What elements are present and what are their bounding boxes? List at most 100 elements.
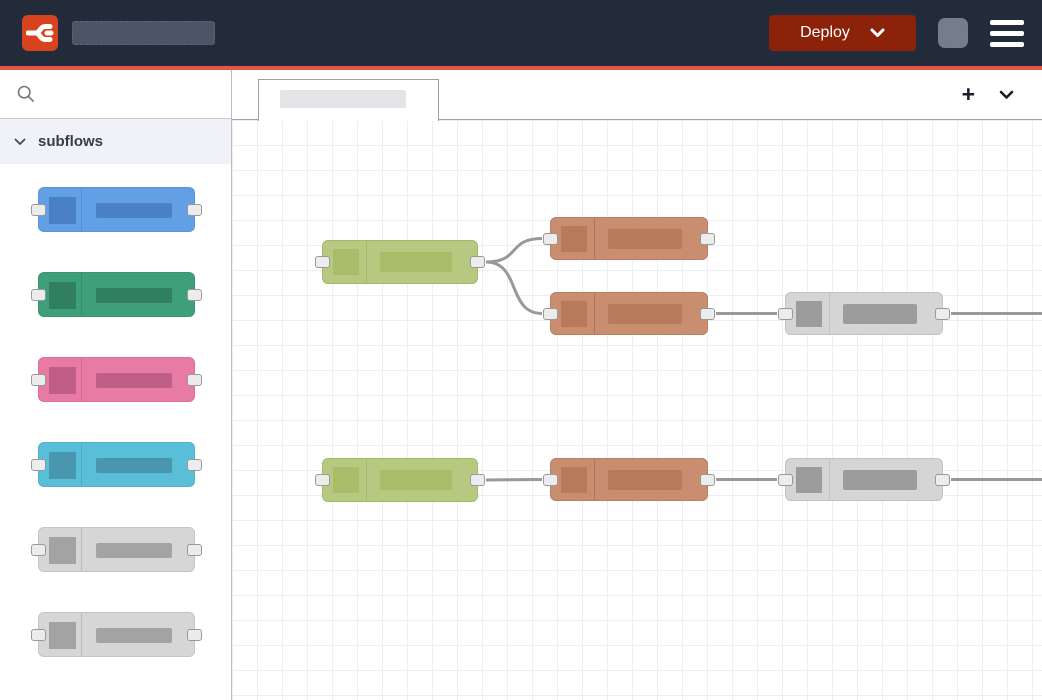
node-separator [594, 459, 595, 500]
port-out[interactable] [187, 373, 202, 386]
port-out[interactable] [470, 474, 485, 486]
node-separator [594, 218, 595, 259]
port-out[interactable] [470, 256, 485, 268]
subflow-node-pink[interactable] [31, 357, 202, 402]
node-label-redacted [608, 469, 682, 490]
port-out[interactable] [700, 232, 715, 245]
node-label-redacted [96, 203, 172, 218]
port-in[interactable] [543, 307, 558, 320]
node-separator [829, 293, 830, 334]
flow-node-gray[interactable] [778, 458, 950, 501]
palette-category-subflows[interactable]: subflows [0, 119, 231, 164]
node-icon [49, 452, 76, 479]
node-icon [49, 367, 76, 394]
wire-layer [485, 237, 1042, 482]
wire[interactable] [485, 478, 543, 482]
header-title-redacted [72, 21, 215, 45]
node-icon [561, 300, 587, 327]
add-flow-button[interactable]: + [961, 81, 975, 107]
workspace-tabbar: + [232, 70, 1042, 121]
node-icon [333, 467, 359, 493]
node-icon [561, 225, 587, 252]
node-label-redacted [380, 470, 452, 490]
hamburger-menu-icon[interactable] [988, 16, 1026, 51]
node-label-redacted [843, 303, 917, 324]
deploy-button[interactable]: Deploy [769, 15, 916, 51]
palette-search-row[interactable] [0, 70, 231, 119]
chevron-down-icon [999, 90, 1014, 99]
port-in[interactable] [31, 543, 46, 556]
flow-node-salmon[interactable] [543, 458, 715, 501]
node-separator [594, 293, 595, 334]
port-in[interactable] [31, 628, 46, 641]
port-in[interactable] [778, 307, 793, 320]
header-accent-line [0, 66, 1042, 70]
subflow-node-green[interactable] [31, 272, 202, 317]
node-icon [49, 622, 76, 649]
node-icon [49, 197, 76, 224]
node-separator [81, 443, 82, 486]
flow-node-salmon[interactable] [543, 292, 715, 335]
port-out[interactable] [187, 203, 202, 216]
node-label-redacted [96, 288, 172, 303]
port-in[interactable] [31, 203, 46, 216]
subflow-node-cyan[interactable] [31, 442, 202, 487]
node-label-redacted [96, 373, 172, 388]
subflow-node-blue[interactable] [31, 187, 202, 232]
palette-sidebar: subflows [0, 70, 232, 700]
node-separator [81, 528, 82, 571]
port-out[interactable] [187, 288, 202, 301]
node-label-redacted [380, 252, 452, 272]
flow-canvas[interactable] [232, 120, 1042, 700]
wire[interactable] [485, 260, 543, 315]
port-in[interactable] [543, 473, 558, 486]
port-in[interactable] [315, 256, 330, 268]
chevron-down-icon [14, 138, 26, 145]
node-label-redacted [843, 469, 917, 490]
node-label-redacted [96, 628, 172, 643]
wire[interactable] [485, 237, 543, 264]
flow-list-button[interactable] [997, 86, 1016, 104]
node-separator [366, 241, 367, 283]
flow-node-olive[interactable] [315, 458, 485, 502]
flow-tab-label-redacted [280, 90, 406, 108]
port-out[interactable] [187, 458, 202, 471]
port-in[interactable] [31, 458, 46, 471]
node-icon [561, 466, 587, 493]
node-icon [49, 282, 76, 309]
node-icon [796, 300, 822, 327]
node-red-branch-icon [26, 24, 54, 42]
port-out[interactable] [700, 307, 715, 320]
port-in[interactable] [778, 473, 793, 486]
port-in[interactable] [31, 288, 46, 301]
port-in[interactable] [31, 373, 46, 386]
flow-node-olive[interactable] [315, 240, 485, 284]
port-out[interactable] [935, 307, 950, 320]
node-separator [829, 459, 830, 500]
port-out[interactable] [187, 628, 202, 641]
node-separator [81, 273, 82, 316]
port-in[interactable] [315, 474, 330, 486]
node-separator [366, 459, 367, 501]
node-icon [333, 249, 359, 275]
port-in[interactable] [543, 232, 558, 245]
main-layout: subflows + [0, 70, 1042, 700]
node-separator [81, 358, 82, 401]
header: Deploy [0, 0, 1042, 66]
deploy-button-label: Deploy [800, 24, 850, 41]
node-icon [796, 466, 822, 493]
search-icon [17, 85, 35, 103]
port-out[interactable] [187, 543, 202, 556]
user-avatar[interactable] [938, 18, 968, 48]
node-label-redacted [608, 228, 682, 249]
flow-tab[interactable] [258, 79, 439, 121]
subflow-node-gray-1[interactable] [31, 527, 202, 572]
flow-node-salmon[interactable] [543, 217, 715, 260]
flow-node-gray[interactable] [778, 292, 950, 335]
port-out[interactable] [935, 473, 950, 486]
subflow-node-gray-2[interactable] [31, 612, 202, 657]
node-label-redacted [96, 458, 172, 473]
node-red-logo [22, 15, 58, 51]
port-out[interactable] [700, 473, 715, 486]
node-label-redacted [608, 303, 682, 324]
